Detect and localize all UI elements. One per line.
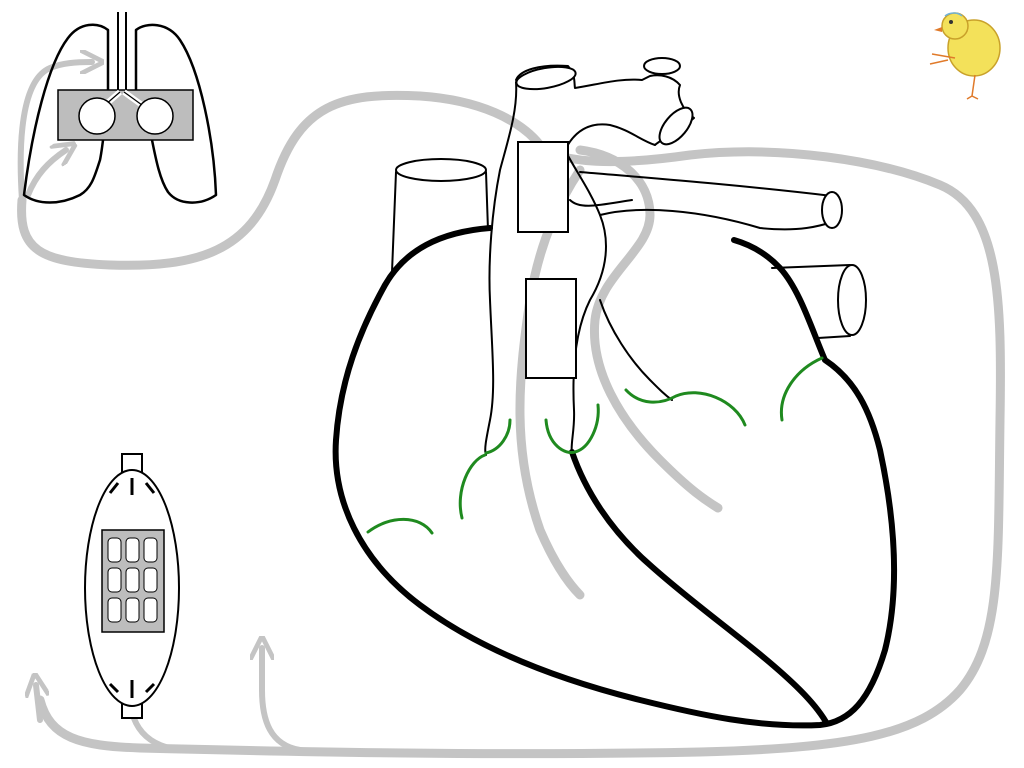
coronary-arc-3 xyxy=(484,418,512,455)
upper-valve-box xyxy=(517,141,569,233)
heart-outer-wall xyxy=(332,225,898,729)
left-lung xyxy=(22,23,110,204)
great-vessels xyxy=(391,57,867,456)
coronary-arc-6 xyxy=(779,356,824,422)
ascending-aorta xyxy=(564,149,607,456)
return-arrow-left xyxy=(36,685,40,723)
valves xyxy=(517,141,577,379)
coronary-arc-5 xyxy=(624,388,747,427)
heart-flow-left xyxy=(515,165,585,600)
lungs-icon xyxy=(22,12,218,204)
superior-vena-cava xyxy=(391,171,489,273)
pulmonary-artery-branch xyxy=(569,171,833,231)
lung-inflow-upper xyxy=(17,62,92,203)
pulmonary-vein xyxy=(771,264,851,339)
organ-icon xyxy=(84,453,180,719)
chick-icon xyxy=(929,12,1001,100)
coronary-arc-1 xyxy=(366,517,434,535)
inner-septum-line xyxy=(599,299,673,401)
lung-inflow-lower xyxy=(25,150,66,198)
pulmonary-systemic-loop xyxy=(17,90,1005,759)
coronary-vessels xyxy=(366,356,824,535)
coronary-arc-2 xyxy=(458,453,487,520)
alveolus-right xyxy=(136,97,174,135)
pulmonary-trunk xyxy=(484,81,518,456)
heart-flow-right xyxy=(575,145,723,513)
alveolus-left xyxy=(78,97,116,135)
interventricular-septum xyxy=(569,449,829,725)
lower-valve-box xyxy=(525,278,577,379)
return-arrow-middle xyxy=(262,648,303,753)
organ-cells xyxy=(107,537,158,623)
heart-wall xyxy=(332,225,898,729)
coronary-arc-4 xyxy=(544,403,600,455)
